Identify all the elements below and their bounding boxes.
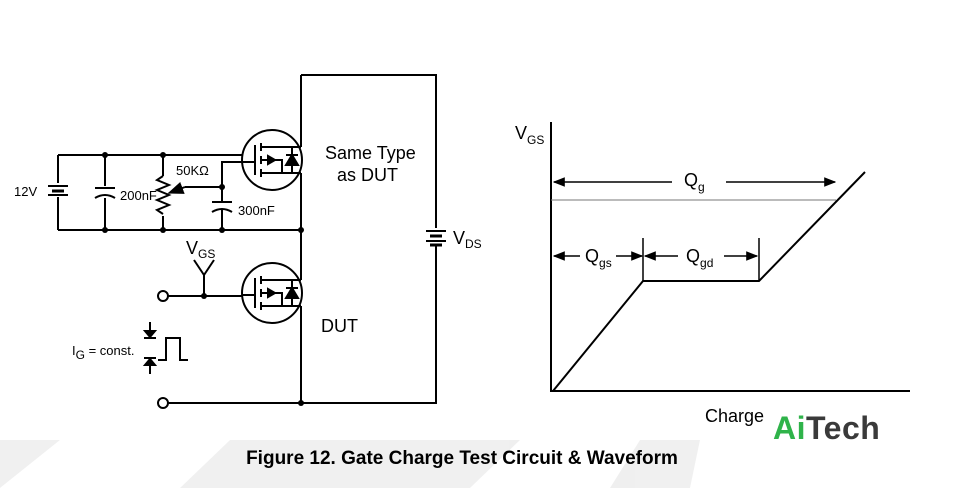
upper-fet-label-line1: Same Type xyxy=(325,143,416,163)
test-circuit xyxy=(48,74,446,409)
qgd-label: Qgd xyxy=(686,246,713,270)
charge-axis-label: Charge xyxy=(705,406,764,426)
battery-12v-symbol xyxy=(48,183,68,197)
qgs-label: Qgs xyxy=(585,246,612,270)
capacitor-300nf-symbol xyxy=(211,187,233,230)
watermark-part2: Tech xyxy=(806,410,881,446)
cap1-label: 200nF xyxy=(120,188,157,203)
junction-dots xyxy=(102,152,304,406)
background-watermark-shape xyxy=(0,440,700,488)
pot-label: 50KΩ xyxy=(176,163,209,178)
vgs-probe-label: VGS xyxy=(186,238,215,261)
vgs-probe-symbol xyxy=(193,259,215,277)
gate-charge-waveform xyxy=(550,122,910,392)
vds-loop-wire xyxy=(301,74,437,404)
qg-label: Qg xyxy=(684,170,705,194)
current-source-symbol xyxy=(142,322,188,374)
watermark-part1: Ai xyxy=(773,410,806,446)
upper-mosfet-symbol xyxy=(241,129,303,191)
dut-mosfet-symbol xyxy=(241,255,303,324)
figure-caption: Figure 12. Gate Charge Test Circuit & Wa… xyxy=(246,448,678,469)
dut-label: DUT xyxy=(321,316,358,336)
vds-label: VDS xyxy=(453,228,482,251)
gate-terminal xyxy=(157,290,169,302)
capacitor-200nf-symbol xyxy=(94,186,116,199)
aitech-watermark-logo: AiTech xyxy=(773,410,880,447)
ig-label: IG = const. xyxy=(72,343,134,362)
vds-supply-symbol xyxy=(426,228,446,247)
waveform-axes xyxy=(550,122,910,392)
vgs-axis-label: VGS xyxy=(515,123,544,147)
gate-drive-wire xyxy=(168,275,243,297)
upper-fet-label-line2: as DUT xyxy=(337,165,398,185)
cap2-label: 300nF xyxy=(238,203,275,218)
source-terminal xyxy=(157,397,169,409)
vgs-curve xyxy=(552,171,866,392)
potentiometer-50k-symbol xyxy=(154,161,243,216)
supply-label: 12V xyxy=(14,184,37,199)
